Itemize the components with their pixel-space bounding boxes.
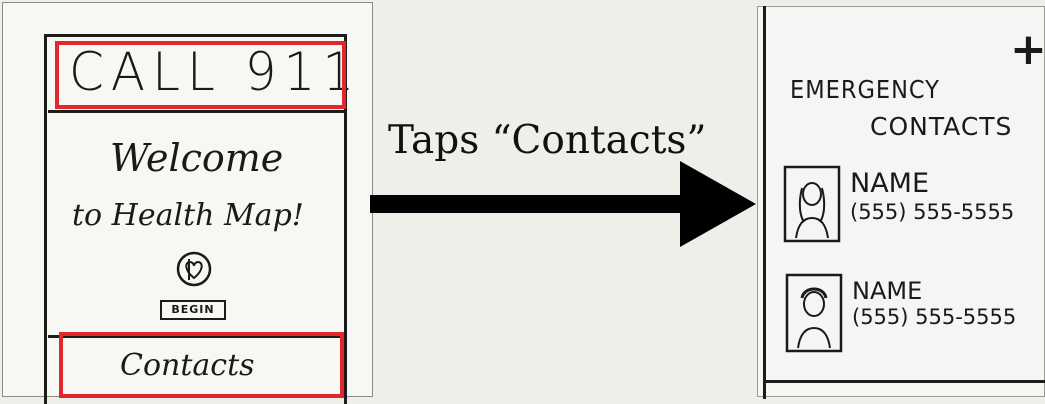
contact-name: NAME <box>850 168 930 199</box>
footer-divider <box>48 335 344 338</box>
right-arrow-icon <box>368 161 758 255</box>
call-911-label: CALL 911 <box>69 41 362 103</box>
contacts-title-line-2: CONTACTS <box>870 112 1013 141</box>
call-911-highlight <box>55 41 346 109</box>
contact-name: NAME <box>852 277 923 305</box>
welcome-heading: Welcome <box>110 136 284 180</box>
home-phone-frame <box>44 34 347 404</box>
contact-portrait-icon <box>784 272 844 358</box>
contacts-title-line-1: EMERGENCY <box>790 75 940 104</box>
heart-logo-icon <box>176 250 212 292</box>
begin-button[interactable]: BEGIN <box>160 300 226 320</box>
contacts-tab[interactable]: Contacts <box>120 348 255 383</box>
welcome-subheading: to Health Map! <box>72 198 304 233</box>
contacts-phone-frame <box>763 6 766 399</box>
add-contact-button[interactable]: + <box>1010 24 1045 75</box>
transition-label: Taps “Contacts” <box>388 118 707 163</box>
contacts-phone-bottom <box>763 380 1045 383</box>
home-screen-sketch <box>2 2 373 397</box>
contact-phone: (555) 555-5555 <box>850 200 1015 224</box>
contact-portrait-icon <box>782 164 842 248</box>
contact-phone: (555) 555-5555 <box>852 305 1017 329</box>
header-divider <box>48 110 344 113</box>
contacts-highlight <box>59 332 344 398</box>
